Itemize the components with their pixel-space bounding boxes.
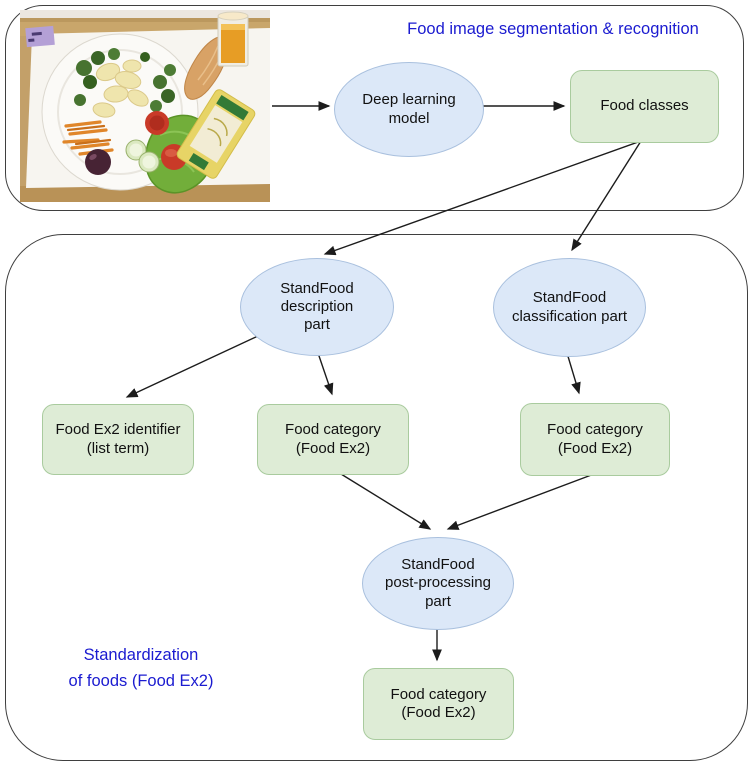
node-food-ex2-identifier-label: Food Ex2 identifier (list term) [55, 421, 181, 457]
standardization-caption-line1: Standardization [83, 646, 199, 664]
food-tray-photo [20, 10, 270, 202]
standardization-caption-line2: of foods (Food Ex2) [68, 671, 214, 690]
node-food-classes-label: Food classes [600, 97, 689, 115]
node-standfood-classification-part-label: StandFood classification part [511, 289, 628, 325]
node-food-category-final-label: Food category (Food Ex2) [390, 685, 487, 721]
standardization-caption: Standardization of foods (Food Ex2) [51, 643, 231, 694]
node-food-ex2-identifier: Food Ex2 identifier (list term) [42, 404, 194, 475]
node-standfood-post-processing-part-label: StandFood post-processing part [385, 556, 491, 610]
node-food-category-final: Food category (Food Ex2) [363, 668, 514, 740]
node-food-classes: Food classes [570, 70, 719, 143]
food-tray-illustration [20, 10, 270, 202]
node-food-category-left: Food category (Food Ex2) [257, 404, 409, 475]
node-deep-learning-model-label: Deep learning model [362, 91, 456, 127]
node-standfood-post-processing-part: StandFood post-processing part [362, 537, 514, 630]
node-food-category-left-label: Food category (Food Ex2) [285, 421, 381, 457]
node-food-category-right: Food category (Food Ex2) [520, 403, 670, 476]
recognition-title: Food image segmentation & recognition [407, 20, 699, 38]
node-deep-learning-model: Deep learning model [334, 62, 484, 157]
node-standfood-classification-part: StandFood classification part [493, 258, 646, 357]
tray-label [25, 25, 55, 48]
node-food-category-right-label: Food category (Food Ex2) [547, 421, 643, 457]
node-standfood-description-part: StandFood description part [240, 258, 394, 356]
node-standfood-description-part-label: StandFood description part [280, 279, 354, 334]
